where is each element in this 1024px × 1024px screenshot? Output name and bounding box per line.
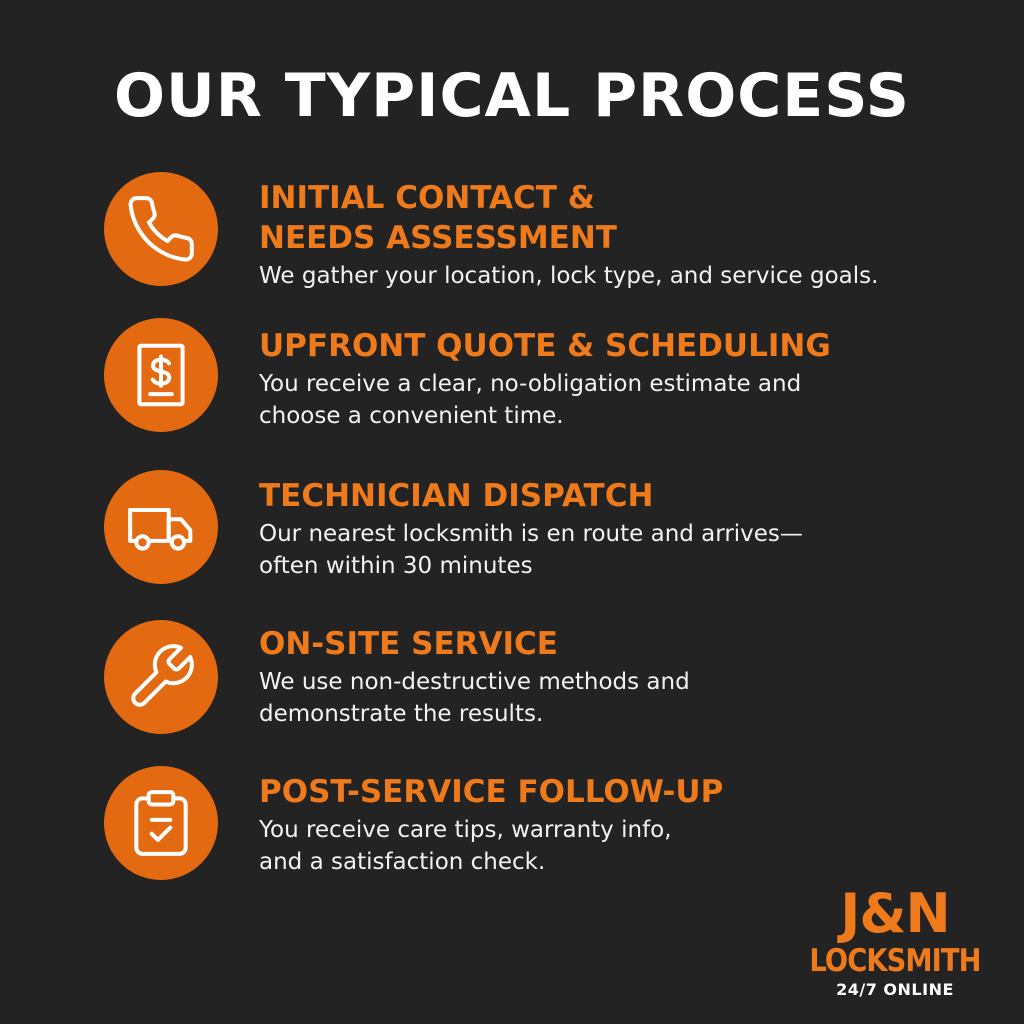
step-description: We gather your location, lock type, and …	[259, 263, 879, 289]
brand-name: J&N	[840, 882, 950, 945]
step-heading: POST-SERVICE FOLLOW-UP	[259, 774, 724, 810]
step-description: We use non-destructive methods and demon…	[259, 669, 690, 727]
step-heading: ON-SITE SERVICE	[259, 626, 558, 662]
clipboard-check-icon	[104, 766, 218, 880]
page-title: OUR TYPICAL PROCESS	[113, 61, 910, 131]
step-description: You receive a clear, no-obligation estim…	[259, 371, 802, 429]
step-heading: INITIAL CONTACT & NEEDS ASSESSMENT	[259, 180, 617, 256]
step-description: Our nearest locksmith is en route and ar…	[259, 521, 803, 579]
step-description: You receive care tips, warranty info, an…	[259, 817, 672, 875]
van-icon	[104, 470, 218, 584]
invoice-dollar-icon	[104, 318, 218, 432]
step-heading: UPFRONT QUOTE & SCHEDULING	[259, 328, 831, 364]
brand-logo: J&N LOCKSMITH 24/7 ONLINE	[790, 884, 1000, 1002]
wrench-icon	[104, 620, 218, 734]
brand-tagline: 24/7 ONLINE	[836, 980, 954, 999]
step-heading: TECHNICIAN DISPATCH	[259, 478, 654, 514]
phone-icon	[104, 172, 218, 286]
brand-subtitle: LOCKSMITH	[809, 943, 981, 979]
